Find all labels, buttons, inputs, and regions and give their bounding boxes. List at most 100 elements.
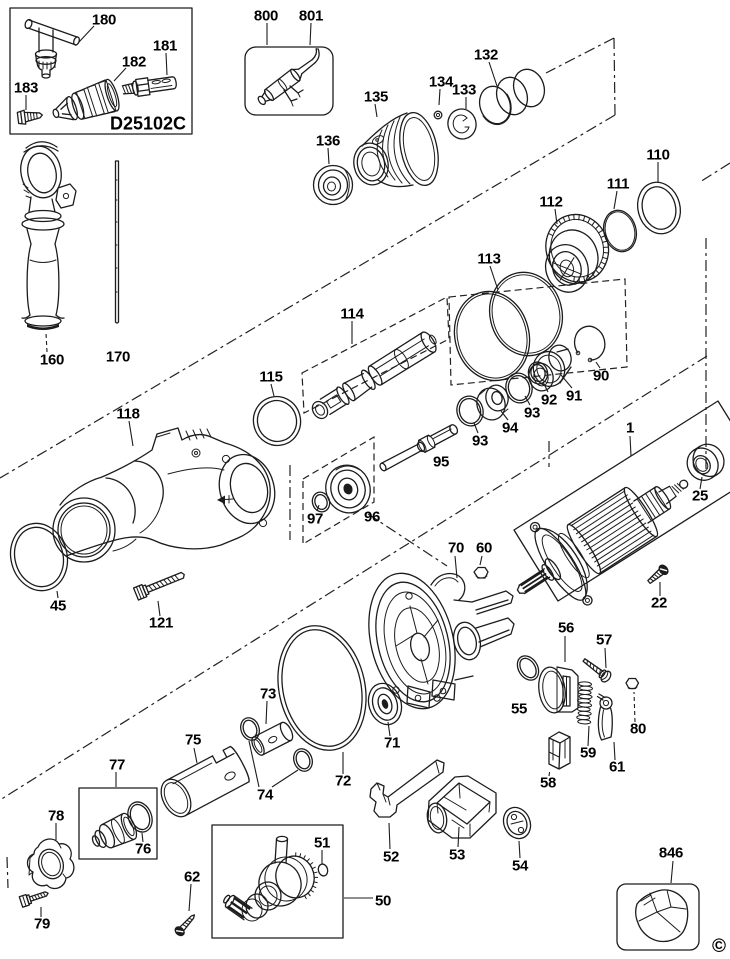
part-label-51: 51 [313, 834, 331, 852]
part-label-136: 136 [315, 132, 341, 150]
part-label-60: 60 [475, 539, 493, 557]
part-93-o-ring-left [456, 395, 484, 427]
leader-121 [157, 600, 161, 617]
part-60-nut [473, 566, 489, 579]
leader-57 [604, 647, 607, 669]
leader-25 [699, 476, 703, 490]
leader-136 [327, 147, 330, 165]
part-label-113: 113 [477, 250, 501, 268]
inset-box-chuck [9, 7, 193, 135]
part-76-o-ring [127, 801, 153, 833]
leader-76 [141, 832, 144, 843]
part-label-135: 135 [363, 88, 389, 106]
part-label-181: 181 [152, 37, 178, 55]
leader-160 [45, 332, 48, 353]
part-114-piston-assembly [311, 331, 437, 420]
part-label-54: 54 [511, 857, 529, 875]
leader-134 [438, 88, 441, 106]
model-number-label: D25102C [109, 113, 187, 134]
inset-box-grease-pouch [616, 883, 700, 951]
assembly-box-armature [513, 400, 730, 602]
leader-52 [388, 822, 391, 850]
part-22-screw [647, 564, 669, 585]
part-label-95: 95 [432, 453, 450, 471]
part-45-o-ring [9, 522, 69, 592]
part-label-59: 59 [579, 744, 597, 762]
part-label-180: 180 [91, 11, 117, 29]
dash-line-cap-mid-left [367, 513, 448, 567]
leader-58 [548, 768, 551, 777]
part-800-grease-gun [257, 48, 320, 107]
part-134-ring [433, 110, 443, 120]
leader-45 [56, 590, 59, 599]
part-90-circlip [573, 325, 606, 363]
leader-118 [128, 420, 134, 447]
part-97-o-ring [311, 491, 331, 513]
leader-1 [629, 435, 632, 457]
part-label-110: 110 [646, 146, 670, 164]
part-96-bearing [325, 464, 371, 514]
part-label-800: 800 [253, 7, 279, 25]
part-label-93r: 93 [523, 404, 541, 422]
leader-801 [309, 22, 312, 46]
part-label-134: 134 [428, 73, 454, 91]
part-label-111: 111 [606, 175, 630, 193]
part-label-92: 92 [540, 391, 558, 409]
part-label-70: 70 [447, 539, 465, 557]
part-118-gear-housing [52, 427, 276, 563]
leader-132 [488, 61, 498, 87]
part-136-grommet [312, 164, 354, 206]
part-75-spindle-cylinder [160, 745, 250, 818]
part-121-bolt [132, 571, 185, 601]
part-label-58: 58 [539, 774, 557, 792]
dash-line-cap-top-right-upper [545, 37, 615, 74]
part-label-78: 78 [47, 807, 65, 825]
leader-846 [670, 860, 674, 884]
part-label-114: 114 [340, 305, 364, 323]
dash-group-box-96-97 [302, 435, 375, 546]
part-78-retainer-flange [26, 838, 75, 890]
leader-70 [454, 555, 458, 579]
part-71-bearing [367, 682, 403, 726]
part-label-75: 75 [184, 731, 202, 749]
leader-80 [633, 691, 636, 723]
part-56-mode-knob [538, 666, 579, 714]
part-label-132: 132 [473, 46, 499, 64]
part-62-screw [174, 914, 196, 937]
part-74-o-ring-lower [293, 748, 313, 772]
part-label-76: 76 [134, 840, 152, 858]
leader-92 [542, 381, 549, 393]
part-181-chuck-adaptor [121, 76, 177, 97]
part-95-striker [379, 424, 459, 472]
dash-line-cap-top-right-vertical [613, 37, 616, 116]
dash-line-main-diagonal-upper [0, 114, 616, 479]
leader-94 [500, 410, 509, 421]
part-label-50: 50 [374, 892, 392, 910]
leader-53 [457, 826, 460, 848]
part-54-cap [502, 806, 532, 840]
part-label-73: 73 [259, 685, 277, 703]
part-label-79: 79 [33, 915, 51, 933]
part-label-91: 91 [565, 387, 583, 405]
part-50-crank-gear [223, 835, 319, 922]
part-label-71: 71 [383, 734, 401, 752]
part-79-bolt [18, 891, 49, 908]
part-70-motor-housing [368, 572, 515, 710]
part-label-121: 121 [148, 614, 174, 632]
part-label-112: 112 [539, 193, 563, 211]
leader-115 [270, 383, 275, 397]
part-57-screw [582, 658, 612, 683]
part-label-1: 1 [625, 419, 635, 437]
dash-line-cap-bottom-left-vertical [6, 856, 9, 889]
part-label-160: 160 [39, 351, 65, 369]
part-170-depth-rod [114, 160, 120, 324]
part-115-o-ring [252, 395, 302, 447]
part-51-o-ring [317, 863, 329, 877]
leader-75 [193, 747, 198, 764]
part-label-170: 170 [105, 348, 131, 366]
leader-54 [518, 840, 521, 859]
part-label-93l: 93 [471, 432, 489, 450]
leader-93l [473, 422, 479, 434]
